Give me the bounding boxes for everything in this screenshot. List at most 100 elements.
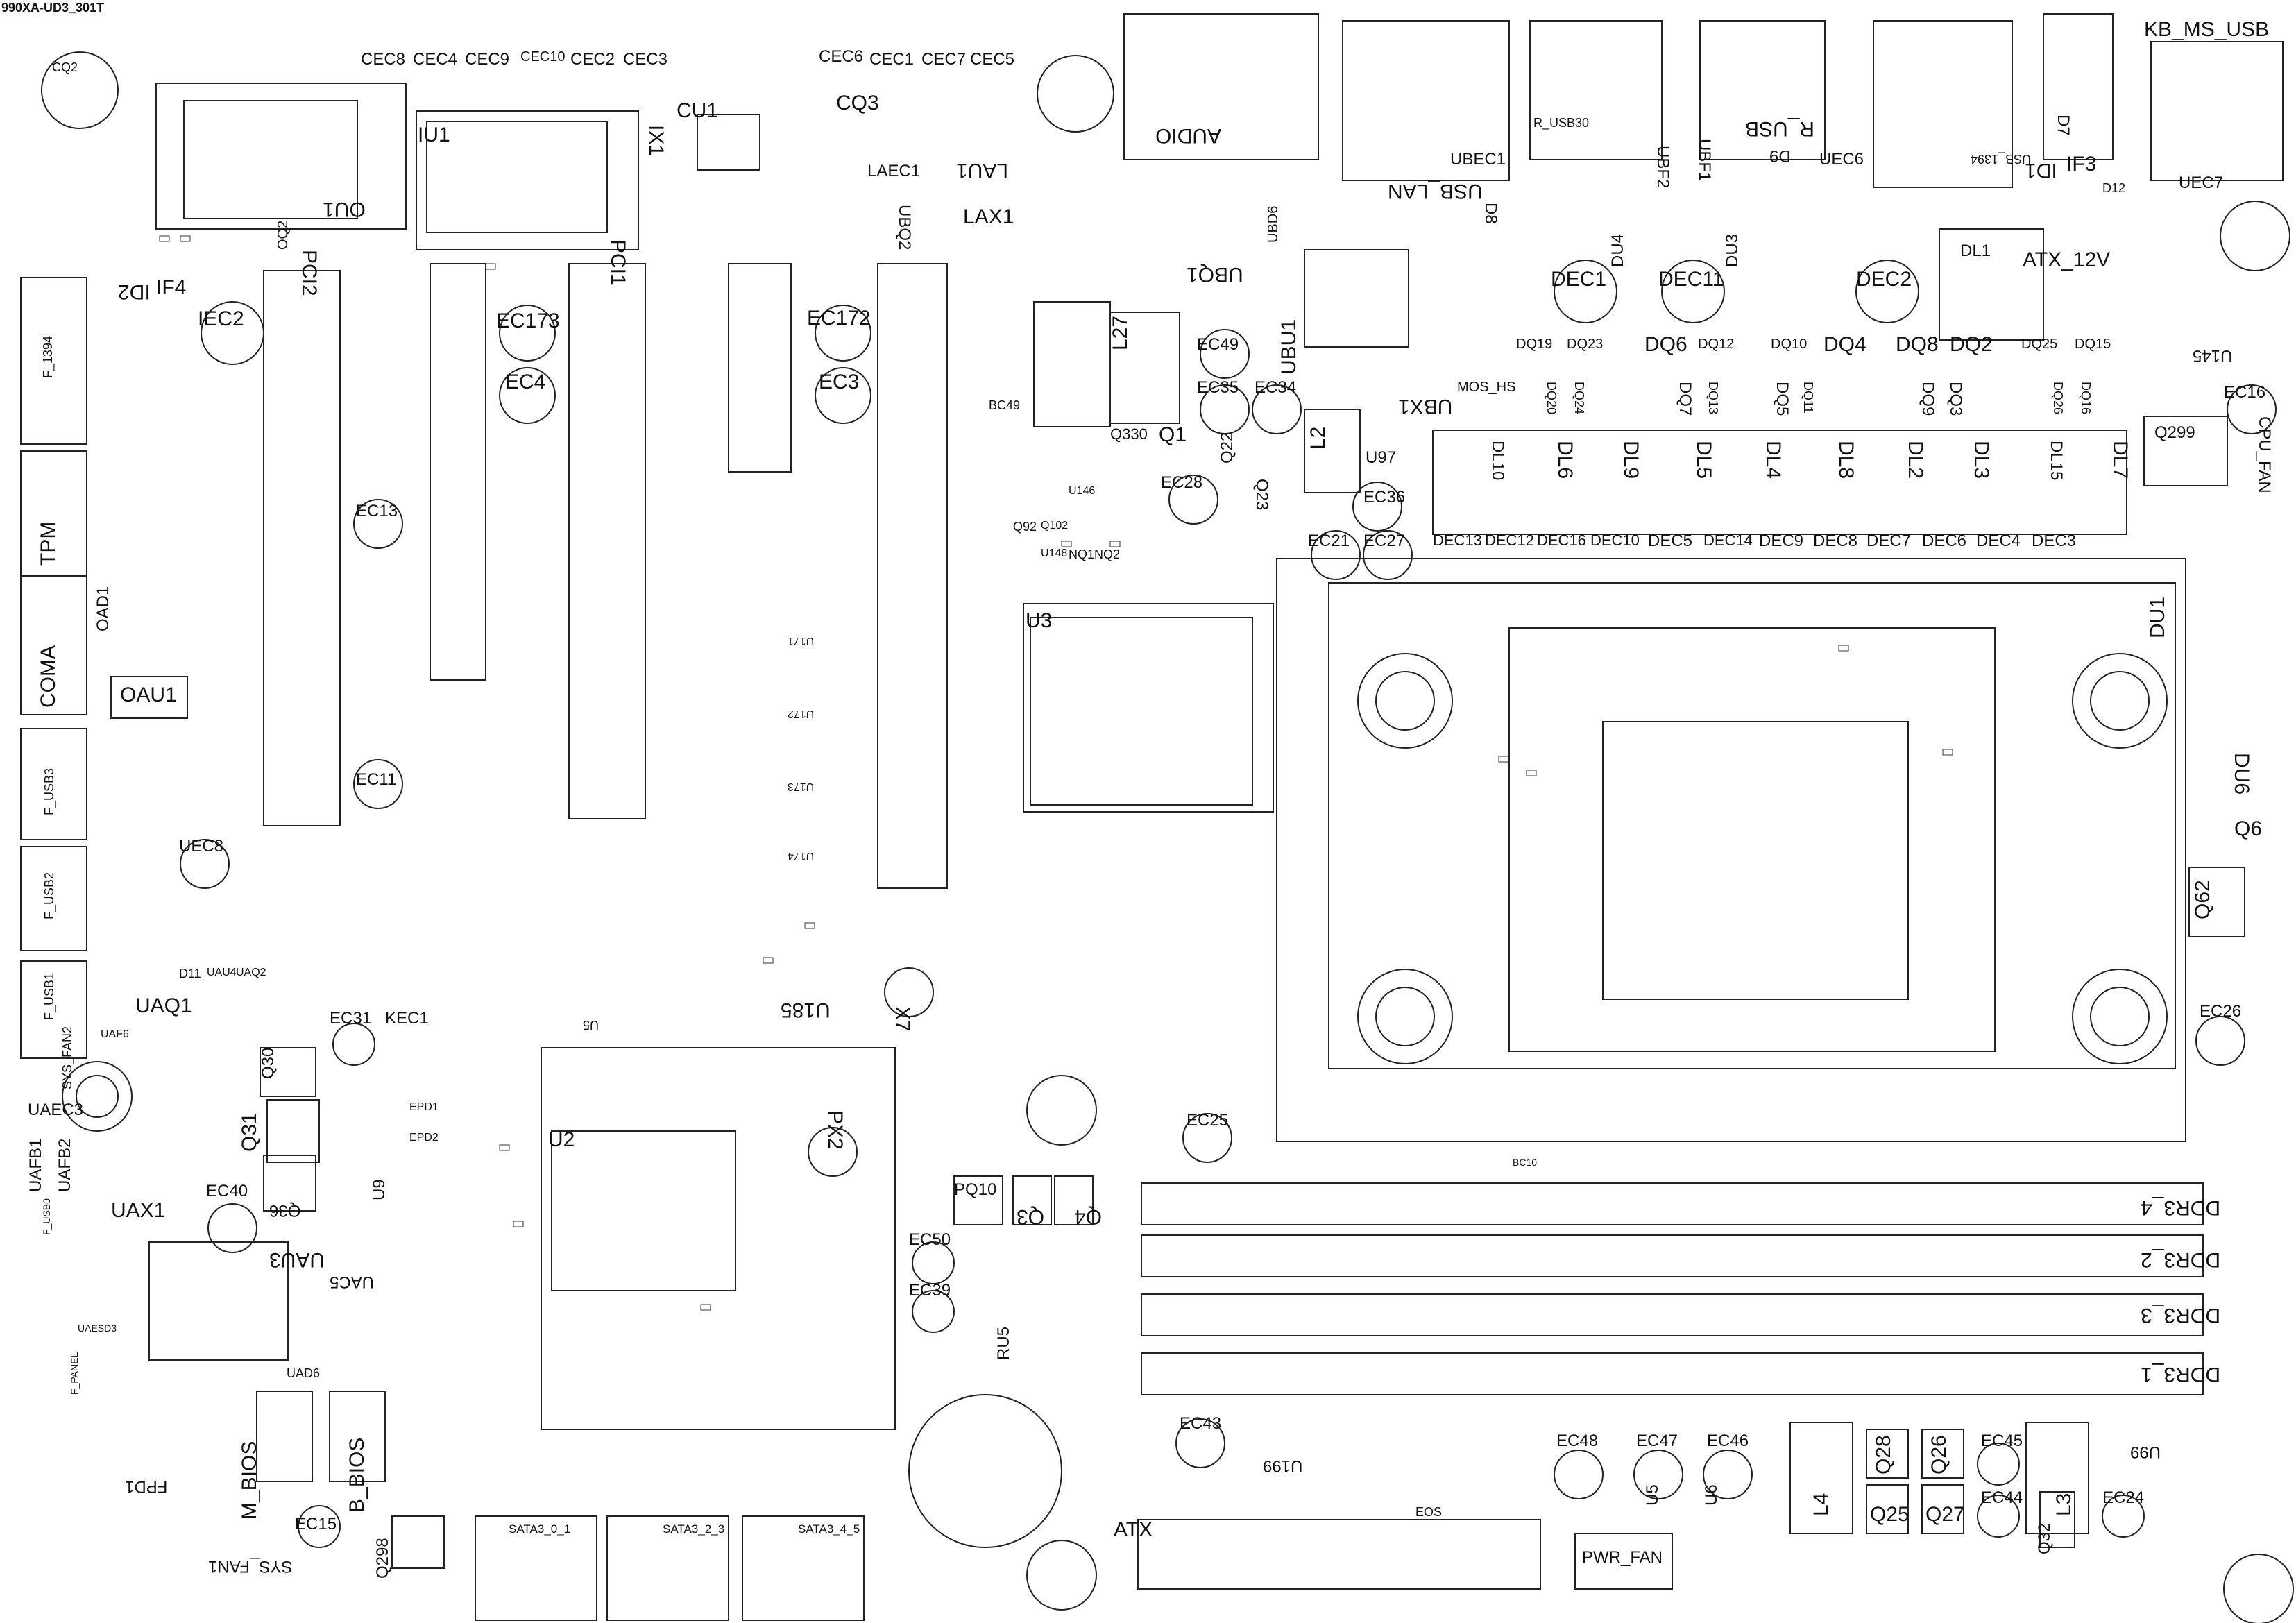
label-u2: U2	[548, 1128, 575, 1151]
q28-chip	[1866, 1429, 1909, 1479]
label-ubx1: UBX1	[1398, 395, 1453, 418]
ec31-cap	[332, 1023, 375, 1066]
b-bios-chip	[329, 1391, 386, 1482]
label-id1: ID1	[2025, 159, 2057, 182]
label-q25: Q25	[1870, 1503, 1910, 1526]
fusb3-header	[20, 728, 87, 840]
label-ubf1: UBF1	[1695, 139, 1714, 182]
label-q1: Q1	[1159, 423, 1187, 446]
q4-chip	[1054, 1175, 1094, 1225]
label-ec43: EC43	[1180, 1414, 1222, 1433]
label-cec10: CEC10	[520, 49, 566, 65]
u2-chip	[551, 1130, 736, 1291]
u2-outline	[541, 1047, 896, 1430]
pq10-chip	[953, 1175, 1003, 1225]
q30-chip	[260, 1047, 316, 1097]
label-sata3-0-1: SATA3_0_1	[509, 1522, 571, 1536]
label-r-usb30: R_USB30	[1533, 116, 1590, 130]
label-oad1: OAD1	[94, 586, 112, 631]
label-kb-ms-usb: KB_MS_USB	[2144, 18, 2270, 41]
iu1-outline	[416, 110, 639, 250]
label-l3: L3	[2052, 1493, 2075, 1516]
label-ec173: EC173	[496, 309, 560, 332]
q27-chip	[1921, 1484, 1964, 1534]
label-f-usb1: F_USB1	[42, 972, 56, 1020]
label-dl8: DL8	[1835, 441, 1857, 479]
cpu-socket-core	[1602, 721, 1909, 1000]
sata3-4-5-conn	[742, 1515, 865, 1621]
label-ec48: EC48	[1556, 1431, 1599, 1450]
label-ddr3-4: DDR3_4	[2141, 1196, 2221, 1219]
cu1-chip	[697, 114, 760, 171]
label-oau1: OAU1	[120, 683, 177, 706]
label-dq13: DQ13	[1706, 382, 1720, 415]
q32-chip	[2039, 1491, 2075, 1548]
label-if4: IF4	[156, 276, 187, 299]
ec25-cap	[1182, 1113, 1232, 1163]
ec4-cap	[499, 367, 556, 424]
label-dec10: DEC10	[1590, 532, 1640, 549]
ec3-cap	[815, 367, 871, 424]
label-cec7: CEC7	[921, 50, 967, 69]
io-kbms-block	[2150, 41, 2284, 181]
label-ec31: EC31	[330, 1009, 372, 1028]
label-epd1: EPD1	[409, 1101, 439, 1113]
label-dq7: DQ7	[1676, 382, 1694, 416]
label-ec46: EC46	[1707, 1431, 1749, 1450]
ec26-cap	[2195, 1016, 2245, 1066]
label-px2: PX2	[824, 1110, 847, 1150]
ddr3-2-slot	[1141, 1234, 2204, 1277]
label-dl6: DL6	[1554, 441, 1576, 479]
label-ubf2: UBF2	[1653, 146, 1672, 189]
ec34-cap	[1252, 384, 1302, 434]
cpu-mount-hole-bl-inner	[1375, 987, 1435, 1046]
ubu1-chip	[1304, 249, 1409, 348]
q3-chip	[1012, 1175, 1052, 1225]
label-cec8: CEC8	[361, 50, 406, 69]
q36-chip	[263, 1155, 316, 1212]
pwr-fan-conn	[1574, 1533, 1673, 1590]
label-cec1: CEC1	[869, 50, 915, 69]
label-q299: Q299	[2154, 423, 2195, 442]
ddr3-1-slot	[1141, 1352, 2204, 1395]
l4-choke	[1789, 1422, 1853, 1534]
label-ou1: OU1	[323, 198, 366, 221]
label-du4: DU4	[1608, 233, 1627, 267]
ec173-cap	[499, 305, 556, 362]
sata3-2-3-conn	[606, 1515, 729, 1621]
label-dq3: DQ3	[1946, 382, 1965, 416]
label-ddr3-2: DDR3_2	[2141, 1248, 2221, 1271]
atx12v-header	[1939, 228, 2044, 341]
io-r-usb30-block	[1529, 20, 1663, 160]
label-u171: U171	[788, 635, 815, 647]
ec172-cap	[815, 305, 871, 362]
l2-choke	[1304, 409, 1361, 493]
label-q32: Q32	[2035, 1522, 2054, 1554]
label-f-usb2: F_USB2	[42, 872, 56, 919]
label-q4: Q4	[1074, 1205, 1103, 1228]
label-x7: X7	[891, 1006, 914, 1032]
io-usb1394-block	[1873, 20, 2013, 188]
label-ubq1: UBQ1	[1187, 263, 1243, 286]
label-dec9: DEC9	[1759, 532, 1804, 550]
label-coma: COMA	[37, 645, 60, 708]
label-dec12: DEC12	[1485, 532, 1534, 549]
u3-chip	[1030, 617, 1253, 806]
label-ec16: EC16	[2224, 383, 2266, 402]
ec15-cap	[298, 1505, 341, 1548]
io-audio-block	[1123, 13, 1319, 160]
label-cec4: CEC4	[413, 50, 458, 69]
label-ix1: IX1	[645, 125, 667, 157]
label-u148: U148	[1041, 547, 1068, 559]
cpu-socket-inner	[1508, 627, 1996, 1052]
ec24-cap	[2102, 1495, 2145, 1538]
uau3-chip	[148, 1241, 289, 1361]
label-ec172: EC172	[807, 307, 871, 330]
label-laec1: LAEC1	[867, 162, 921, 180]
sata3-0-1-conn	[475, 1515, 597, 1621]
label-epd2: EPD2	[409, 1132, 439, 1144]
ec36-cap	[1352, 482, 1402, 532]
cpu-mount-hole-bl	[1357, 969, 1453, 1064]
label-uau3: UAU3	[269, 1248, 325, 1271]
ec35-cap	[1200, 384, 1250, 434]
